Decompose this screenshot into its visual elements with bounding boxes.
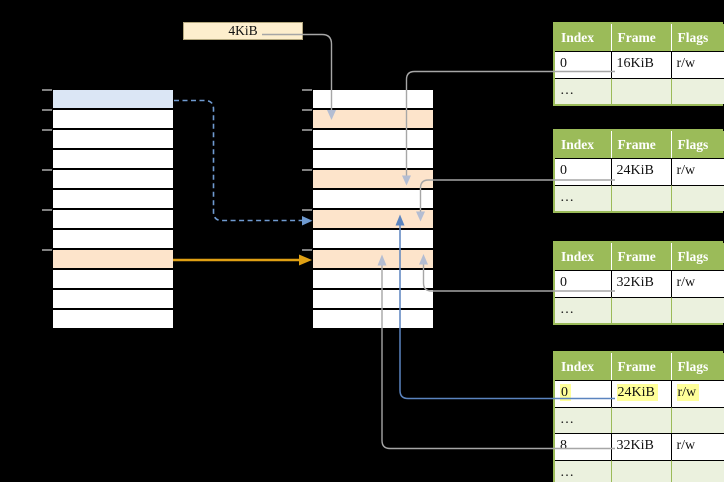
table-header-cell: Frame <box>610 24 671 51</box>
highlighted-value: 0 <box>560 384 571 401</box>
table-cell: r/w <box>670 270 724 297</box>
memory-row <box>313 310 433 330</box>
memory-row <box>313 90 433 110</box>
address-tick-mark <box>302 89 312 91</box>
table-cell: 16KiB <box>610 51 671 78</box>
arrowhead-right-dashed <box>302 216 313 226</box>
address-tick-mark <box>302 109 312 111</box>
table-cell: 32KiB <box>610 270 671 297</box>
table-header-cell: Flags <box>670 353 724 380</box>
table-header-cell: Frame <box>610 131 671 158</box>
physical-memory-column <box>302 89 434 331</box>
memory-row <box>53 170 173 190</box>
memory-row <box>313 150 433 170</box>
table-header-cell: Index <box>555 131 611 158</box>
memory-row <box>53 270 173 290</box>
table-cell: … <box>555 459 611 482</box>
memory-row <box>313 230 433 250</box>
table-cell: … <box>555 77 611 104</box>
table-cell <box>670 406 724 433</box>
table-cell: 24KiB <box>610 158 671 185</box>
virtual-memory-column <box>42 89 174 331</box>
table-header-cell: Index <box>555 243 611 270</box>
memory-row <box>53 310 173 330</box>
address-tick-mark <box>42 249 52 251</box>
table-header-cell: Flags <box>670 131 724 158</box>
memory-row <box>53 90 173 110</box>
table-cell: r/w <box>670 380 724 407</box>
table-cell: r/w <box>670 433 724 460</box>
memory-row <box>313 110 433 130</box>
table-cell: … <box>555 296 611 323</box>
address-tick-mark <box>42 209 52 211</box>
table-header-cell: Flags <box>670 24 724 51</box>
table-header-cell: Frame <box>610 353 671 380</box>
memory-row <box>53 250 173 270</box>
address-tick-mark <box>302 249 312 251</box>
table-cell: 24KiB <box>610 380 671 407</box>
table-cell: 0 <box>555 51 611 78</box>
table-cell: 8 <box>555 433 611 460</box>
memory-row <box>313 210 433 230</box>
table-cell: r/w <box>670 51 724 78</box>
address-tick-mark <box>42 109 52 111</box>
table-cell <box>670 296 724 323</box>
memory-row <box>313 170 433 190</box>
table-cell: r/w <box>670 158 724 185</box>
table-cell: 0 <box>555 158 611 185</box>
address-tick-mark <box>302 129 312 131</box>
memory-row <box>53 190 173 210</box>
memory-row <box>313 290 433 310</box>
arrowhead-right-gold <box>299 254 312 266</box>
address-tick-mark <box>302 169 312 171</box>
memory-row <box>53 230 173 250</box>
table-cell: … <box>555 184 611 211</box>
table-header-cell: Index <box>555 24 611 51</box>
table-cell <box>610 184 671 211</box>
highlighted-value: r/w <box>676 384 700 401</box>
table-header-cell: Frame <box>610 243 671 270</box>
table-header-cell: Index <box>555 353 611 380</box>
table-cell <box>670 77 724 104</box>
memory-row <box>313 190 433 210</box>
table-cell <box>610 296 671 323</box>
table-cell: 0 <box>555 380 611 407</box>
highlighted-value: 24KiB <box>616 384 658 401</box>
table-cell <box>670 459 724 482</box>
connector-virtual-page-dashed <box>174 99 302 222</box>
memory-row <box>53 210 173 230</box>
table-cell <box>610 459 671 482</box>
memory-row <box>53 150 173 170</box>
table-header-cell: Flags <box>670 243 724 270</box>
table-cell <box>670 184 724 211</box>
memory-row <box>313 270 433 290</box>
memory-row <box>313 250 433 270</box>
memory-row <box>313 130 433 150</box>
table-cell: 0 <box>555 270 611 297</box>
table-cell <box>610 406 671 433</box>
address-tick-mark <box>42 169 52 171</box>
address-tick-mark <box>42 89 52 91</box>
page-size-label: 4KiB <box>183 22 303 40</box>
table-cell <box>610 77 671 104</box>
memory-row <box>53 130 173 150</box>
address-tick-mark <box>302 209 312 211</box>
memory-row <box>53 110 173 130</box>
table-cell: 32KiB <box>610 433 671 460</box>
address-tick-mark <box>42 129 52 131</box>
memory-row <box>53 290 173 310</box>
table-cell: … <box>555 406 611 433</box>
